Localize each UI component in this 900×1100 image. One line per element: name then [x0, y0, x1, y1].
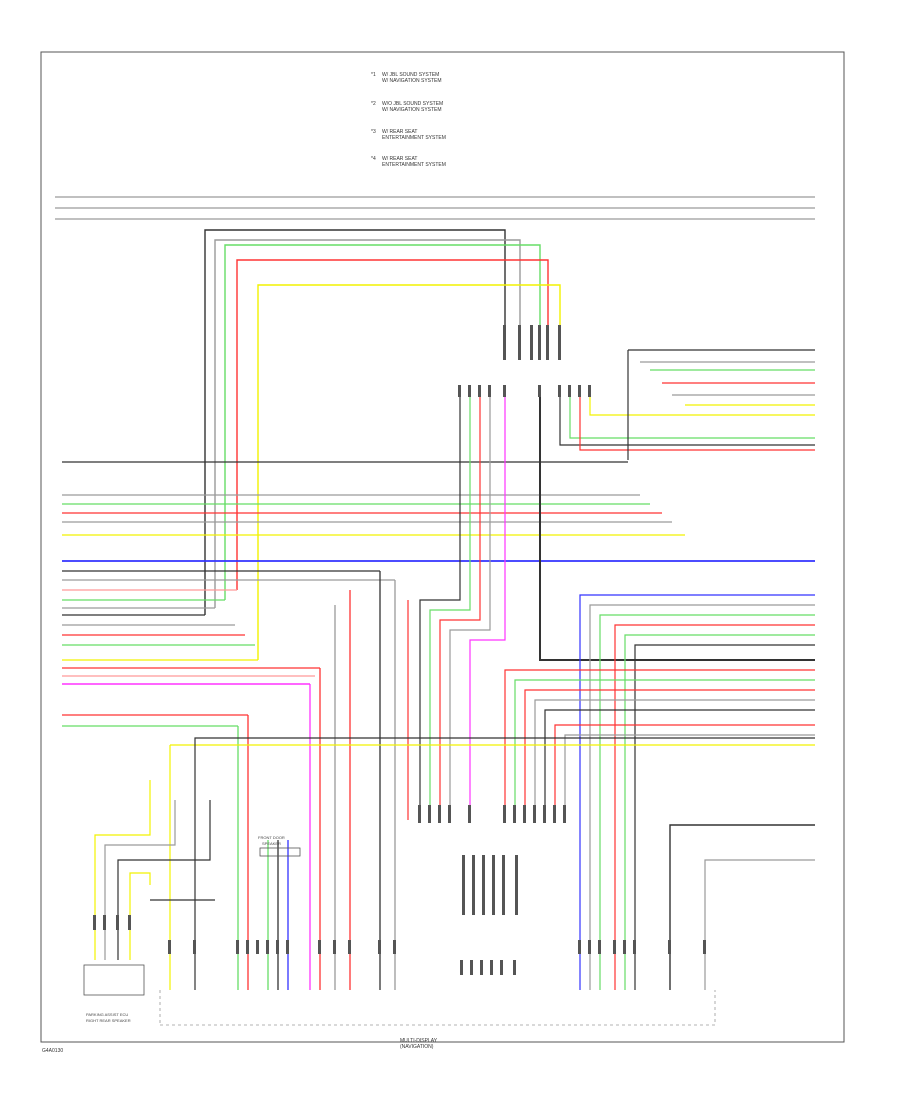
left-signal-bank — [62, 461, 815, 727]
legend-4-line2: ENTERTAINMENT SYSTEM — [382, 162, 446, 168]
center-stack — [407, 392, 815, 820]
legend-3-line2: ENTERTAINMENT SYSTEM — [382, 135, 446, 141]
legend-2-marker: *2 — [371, 101, 376, 107]
legend-1-marker: *1 — [371, 72, 376, 78]
component-b: PARKING ASSIST ECU RIGHT REAR SPEAKER — [83, 964, 145, 1023]
diagram-border — [40, 51, 845, 1043]
legend-2-line2: W/ NAVIGATION SYSTEM — [382, 107, 442, 113]
component-c-line2: (NAVIGATION) — [400, 1044, 434, 1050]
lower-left-harness — [94, 745, 215, 990]
page-code: G4A0130 — [42, 1048, 63, 1054]
top-bus — [55, 196, 815, 220]
connector-pins — [93, 325, 706, 975]
legend: *1 W/ JBL SOUND SYSTEM W/ NAVIGATION SYS… — [371, 72, 446, 168]
left-drops — [237, 571, 396, 990]
bottom-bus — [159, 990, 716, 1026]
legend-1-line2: W/ NAVIGATION SYSTEM — [382, 78, 442, 84]
component-a-line2: SPEAKER — [262, 841, 281, 846]
component-c-line1: MULTI-DISPLAY — [400, 1038, 438, 1044]
legend-4-marker: *4 — [371, 156, 376, 162]
upper-harness — [204, 229, 561, 660]
legend-2-line1: W/O JBL SOUND SYSTEM — [382, 101, 443, 107]
right-lower-fan — [170, 594, 815, 990]
component-b-line2: RIGHT REAR SPEAKER — [86, 1018, 131, 1023]
component-a: FRONT DOOR SPEAKER — [258, 835, 301, 857]
right-upper-fan — [559, 349, 815, 460]
legend-3-marker: *3 — [371, 129, 376, 135]
legend-4-line1: W/ REAR SEAT — [382, 156, 417, 162]
component-b-line1: PARKING ASSIST ECU — [86, 1012, 128, 1017]
legend-1-line1: W/ JBL SOUND SYSTEM — [382, 72, 439, 78]
component-a-line1: FRONT DOOR — [258, 835, 285, 840]
component-c: MULTI-DISPLAY (NAVIGATION) — [400, 1038, 438, 1050]
legend-3-line1: W/ REAR SEAT — [382, 129, 417, 135]
